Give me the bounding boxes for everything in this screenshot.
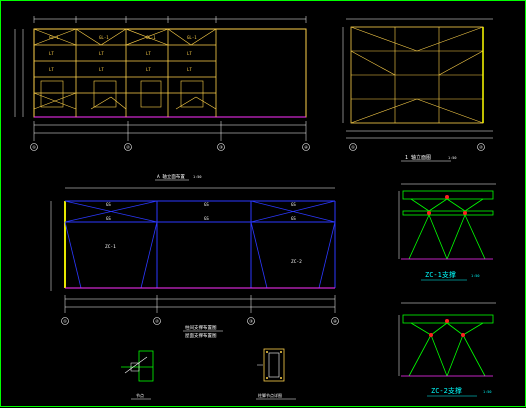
plan-right-label: ZC-2 (291, 259, 302, 265)
svg-text:LT: LT (187, 51, 192, 56)
front-elevation-view: GL-1 GL-1 GL-1 GL-1 LT LT LT LT LT LT LT LT ① ② ③ ④ (14, 16, 310, 151)
axis-label: ② (155, 319, 159, 324)
node1-caption: 节点 (136, 392, 144, 398)
svg-text:LT: LT (146, 51, 151, 56)
zc2-detail: ZC-2支撑 1:50 (398, 302, 496, 397)
plan-mark-4: GS (106, 216, 111, 221)
plan-mark-6: GS (291, 216, 296, 221)
node-detail-1: 节点 (121, 350, 154, 400)
svg-text:LT: LT (146, 67, 151, 72)
axis-circle (153, 317, 161, 325)
svg-text:GL-1: GL-1 (99, 35, 109, 40)
axis-circle (331, 317, 339, 325)
plan-mark-1: GS (106, 202, 111, 207)
axis-circle (30, 143, 38, 151)
axis-circle (477, 143, 485, 151)
column-lines (75, 29, 217, 117)
plan-title-scale: 1:50 (193, 175, 201, 179)
svg-text:LT: LT (49, 51, 54, 56)
svg-text:LT: LT (49, 67, 54, 72)
svg-text:LT: LT (99, 51, 104, 56)
zc2-scale: 1:50 (483, 390, 491, 394)
svg-text:LT: LT (99, 67, 104, 72)
axis-circle (349, 143, 357, 151)
zc2-top-chord (402, 314, 494, 324)
zc1-top-chord (402, 190, 494, 200)
zc1-scale: 1:50 (471, 274, 479, 278)
bottom-ticks (33, 121, 307, 141)
svg-text:LT: LT (187, 67, 192, 72)
plan-axis-markers: ① ② ③ ④ (61, 317, 339, 325)
axis-circle (124, 143, 132, 151)
node-detail-2: 柱脚节点详图 (256, 348, 296, 400)
side-girts (351, 27, 483, 123)
plan-marks: GS GS GS GS GS GS (106, 202, 296, 221)
plan-left-label: ZC-1 (105, 244, 116, 250)
axis-label: ① (351, 145, 355, 150)
plan-mark-2: GS (204, 202, 209, 207)
plan-beams (65, 200, 336, 288)
svg-text:GL-1: GL-1 (187, 35, 197, 40)
node2-bolts (266, 351, 282, 379)
zc2-title: ZC-2支撑 (431, 386, 462, 395)
axis-label: ③ (249, 319, 253, 324)
axis-circle (61, 317, 69, 325)
axis-label: ① (32, 145, 36, 150)
plan-mark-3: GS (291, 202, 296, 207)
node1-bolt-box (130, 362, 140, 372)
node2-inner (268, 352, 280, 378)
plan-caption-1: 柱间支撑布置图 (185, 324, 217, 331)
plan-title: A 轴立面布置 (157, 173, 185, 180)
axis-circle (247, 317, 255, 325)
plan-bottom-ticks (64, 295, 336, 313)
view2-scale: 1:50 (448, 156, 456, 160)
axis-label: ④ (333, 319, 337, 324)
view1-axis-markers: ① ② ③ ④ (30, 143, 310, 151)
axis-label: ② (479, 145, 483, 150)
member-tags: GL-1 GL-1 GL-1 GL-1 LT LT LT LT LT LT LT LT (49, 35, 197, 72)
wall-openings (40, 80, 204, 108)
svg-text:GL-1: GL-1 (146, 35, 156, 40)
svg-text:GL-1: GL-1 (49, 35, 59, 40)
zc1-detail: ZC-1支撑 1:50 (398, 183, 496, 281)
node1-brace (124, 356, 148, 374)
axis-label: ③ (219, 145, 223, 150)
axis-circle (217, 143, 225, 151)
axis-label: ① (63, 319, 67, 324)
plan-x-bracing (64, 200, 336, 289)
zc1-nodes (427, 195, 467, 215)
node2-outer (263, 348, 285, 382)
view2-label: 1 轴立面图 (405, 154, 431, 161)
zc2-webs (408, 322, 486, 377)
zc1-title: ZC-1支撑 (425, 270, 456, 279)
zc2-nodes (429, 319, 465, 337)
plan-mark-5: GS (204, 216, 209, 221)
bracing-plan-view: A 轴立面布置 1:50 GS GS GS GS GS (50, 173, 339, 339)
node1-plate (138, 350, 154, 382)
zc1-webs (408, 198, 486, 260)
elevation-frame (33, 28, 307, 118)
plan-caption-2: 屋面支撑布置图 (185, 332, 217, 339)
girt-lines (34, 44, 216, 94)
zc1-mid-chord (402, 210, 494, 216)
node2-caption: 柱脚节点详图 (258, 392, 282, 398)
top-dimension-ticks (33, 16, 307, 23)
axis-label: ④ (304, 145, 308, 150)
axis-circle (302, 143, 310, 151)
side-bracing (350, 26, 484, 124)
axis-label: ② (126, 145, 130, 150)
